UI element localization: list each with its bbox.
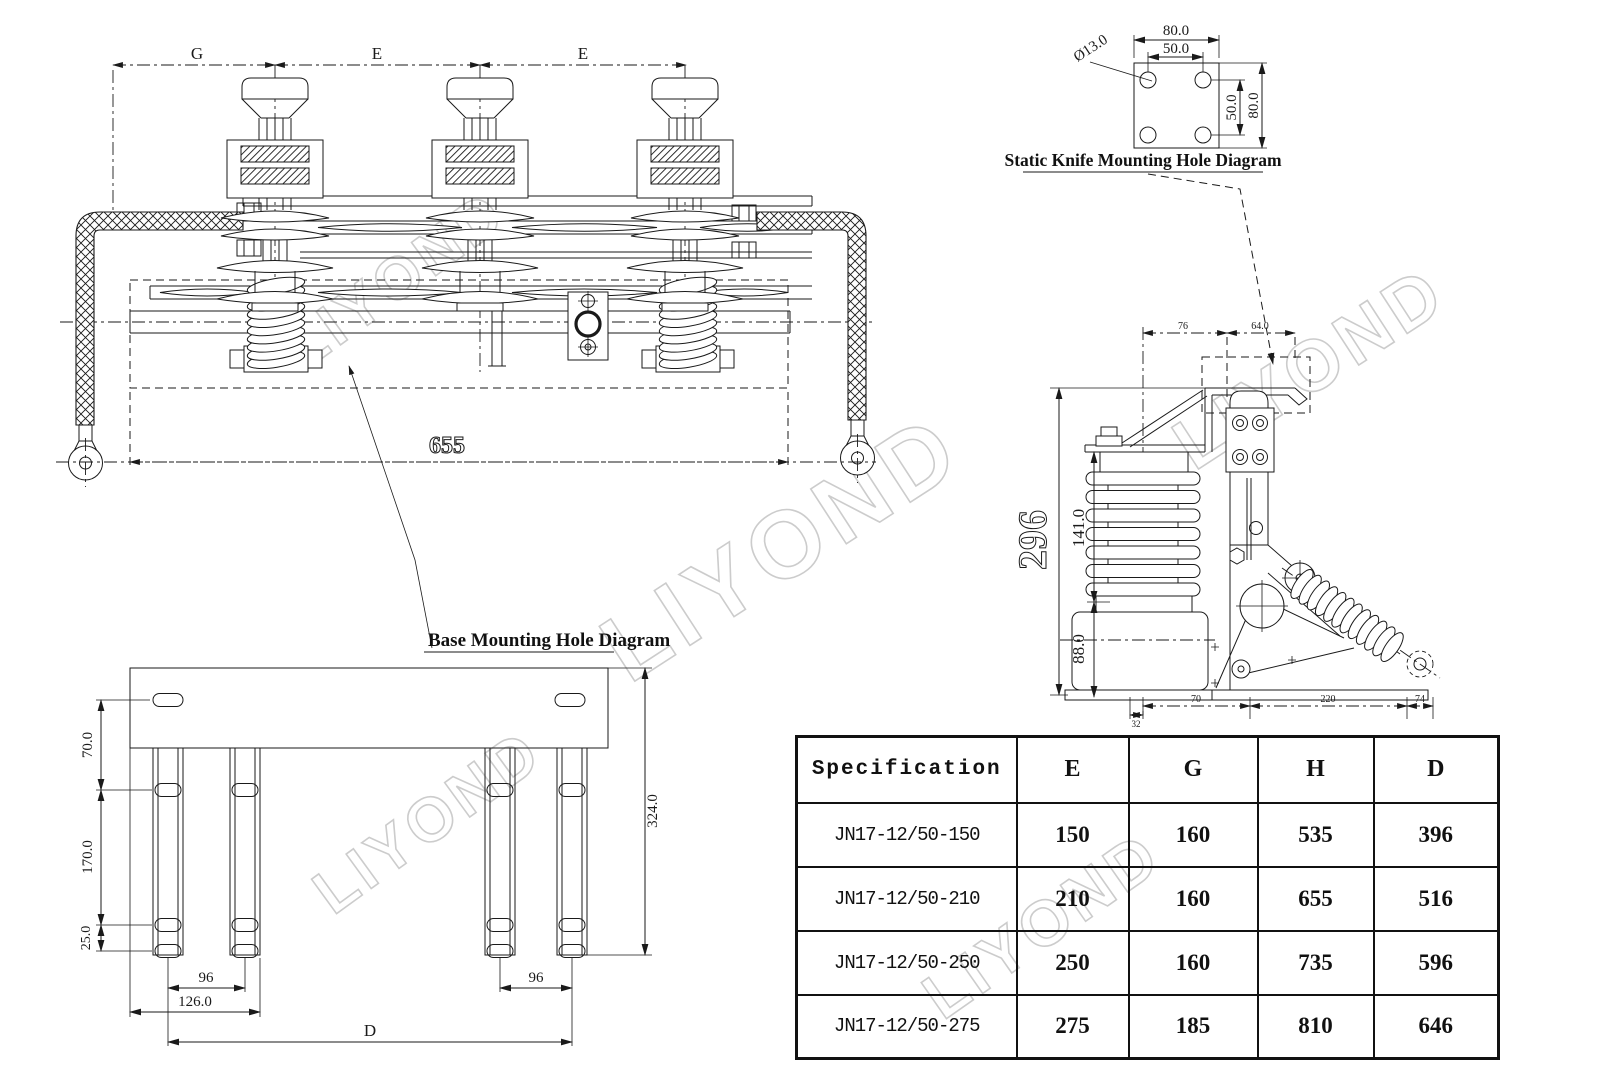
value-h: 735 bbox=[1256, 929, 1375, 996]
value-g: 160 bbox=[1127, 929, 1259, 996]
value-g: 160 bbox=[1127, 865, 1259, 932]
value-d: 516 bbox=[1372, 865, 1500, 932]
dim-side-bottom-d: 74 bbox=[1415, 694, 1425, 705]
dim-side-top-b: 64.0 bbox=[1251, 321, 1269, 332]
value-g: 185 bbox=[1127, 993, 1259, 1060]
spec-name: JN17-12/50-275 bbox=[795, 993, 1018, 1060]
dim-base-v3: 25.0 bbox=[79, 926, 94, 951]
dim-base-total-width: D bbox=[364, 1021, 376, 1040]
static-knife-title: Static Knife Mounting Hole Diagram bbox=[1004, 150, 1281, 170]
col-header-e: E bbox=[1015, 735, 1130, 804]
braid-left bbox=[75, 211, 244, 426]
table-row: JN17-12/50-210 210 160 655 516 bbox=[795, 865, 1500, 932]
dim-base-left-width: 126.0 bbox=[178, 994, 212, 1010]
dim-knife-outer-height: 80.0 bbox=[1246, 92, 1262, 118]
dim-side-insulator-height: 141.0 bbox=[1069, 509, 1088, 547]
operating-spring bbox=[1290, 569, 1404, 663]
value-h: 535 bbox=[1256, 801, 1375, 868]
value-e: 150 bbox=[1015, 801, 1130, 868]
base-diagram-callout: Base Mounting Hole Diagram bbox=[428, 630, 670, 651]
dim-base-slot-left: 96 bbox=[199, 970, 215, 986]
dim-label-e1: E bbox=[372, 44, 382, 63]
spec-name: JN17-12/50-210 bbox=[795, 865, 1018, 932]
value-d: 596 bbox=[1372, 929, 1500, 996]
value-e: 275 bbox=[1015, 993, 1130, 1060]
value-h: 655 bbox=[1256, 865, 1375, 932]
dim-base-slot-right: 96 bbox=[529, 970, 545, 986]
dim-side-bottom-c: 220 bbox=[1321, 694, 1336, 705]
dim-side-bottom-b: 70 bbox=[1191, 694, 1201, 705]
dim-side-top-a: 76 bbox=[1178, 321, 1188, 332]
dim-side-bottom-a: 32 bbox=[1132, 719, 1141, 729]
dim-side-total-height: 296 bbox=[1010, 510, 1055, 570]
knife-position-box bbox=[1201, 356, 1311, 414]
value-e: 210 bbox=[1015, 865, 1130, 932]
col-header-h: H bbox=[1256, 735, 1375, 804]
table-row: JN17-12/50-275 275 185 810 646 bbox=[795, 993, 1500, 1060]
braid-right bbox=[756, 211, 867, 421]
switch-base-outline bbox=[129, 279, 789, 389]
front-view-drawing: G E E bbox=[56, 44, 876, 653]
dim-knife-hole-diameter: Ø13.0 bbox=[1071, 32, 1111, 66]
base-mounting-diagram: 70.0 170.0 25.0 96 126.0 96 D 324.0 bbox=[79, 667, 661, 1046]
col-header-g: G bbox=[1127, 735, 1259, 804]
spec-table: Specification E G H D JN17-12/50-150 150… bbox=[795, 735, 1500, 1060]
spec-name: JN17-12/50-250 bbox=[795, 929, 1018, 996]
static-knife-diagram: 80.0 50.0 50.0 80.0 Ø13.0 Static Knife M… bbox=[1004, 23, 1282, 365]
table-row: JN17-12/50-150 150 160 535 396 bbox=[795, 801, 1500, 868]
dim-base-width: 655 bbox=[429, 433, 465, 459]
col-header-specification: Specification bbox=[795, 735, 1018, 804]
contact-spring-right bbox=[657, 273, 719, 373]
value-e: 250 bbox=[1015, 929, 1130, 996]
dim-base-height: 324.0 bbox=[645, 794, 661, 828]
col-header-d: D bbox=[1372, 735, 1500, 804]
dim-knife-inner-height: 50.0 bbox=[1224, 94, 1240, 120]
mechanism-housing bbox=[1071, 611, 1209, 691]
value-g: 160 bbox=[1127, 801, 1259, 868]
dim-knife-outer-width: 80.0 bbox=[1163, 23, 1189, 39]
dim-label-e2: E bbox=[578, 44, 588, 63]
value-h: 810 bbox=[1256, 993, 1375, 1060]
spec-name: JN17-12/50-150 bbox=[795, 801, 1018, 868]
value-d: 396 bbox=[1372, 801, 1500, 868]
dim-knife-inner-width: 50.0 bbox=[1163, 41, 1189, 57]
value-d: 646 bbox=[1372, 993, 1500, 1060]
terminal-bolts bbox=[236, 202, 757, 259]
dim-base-v2: 170.0 bbox=[80, 840, 96, 874]
dim-label-g: G bbox=[191, 44, 203, 63]
table-row: JN17-12/50-250 250 160 735 596 bbox=[795, 929, 1500, 996]
side-view-drawing: 296 141.0 88.0 76 64.0 32 70 220 74 bbox=[1010, 321, 1441, 729]
dim-side-base-height: 88.0 bbox=[1069, 634, 1088, 664]
dim-base-v1: 70.0 bbox=[80, 732, 96, 758]
